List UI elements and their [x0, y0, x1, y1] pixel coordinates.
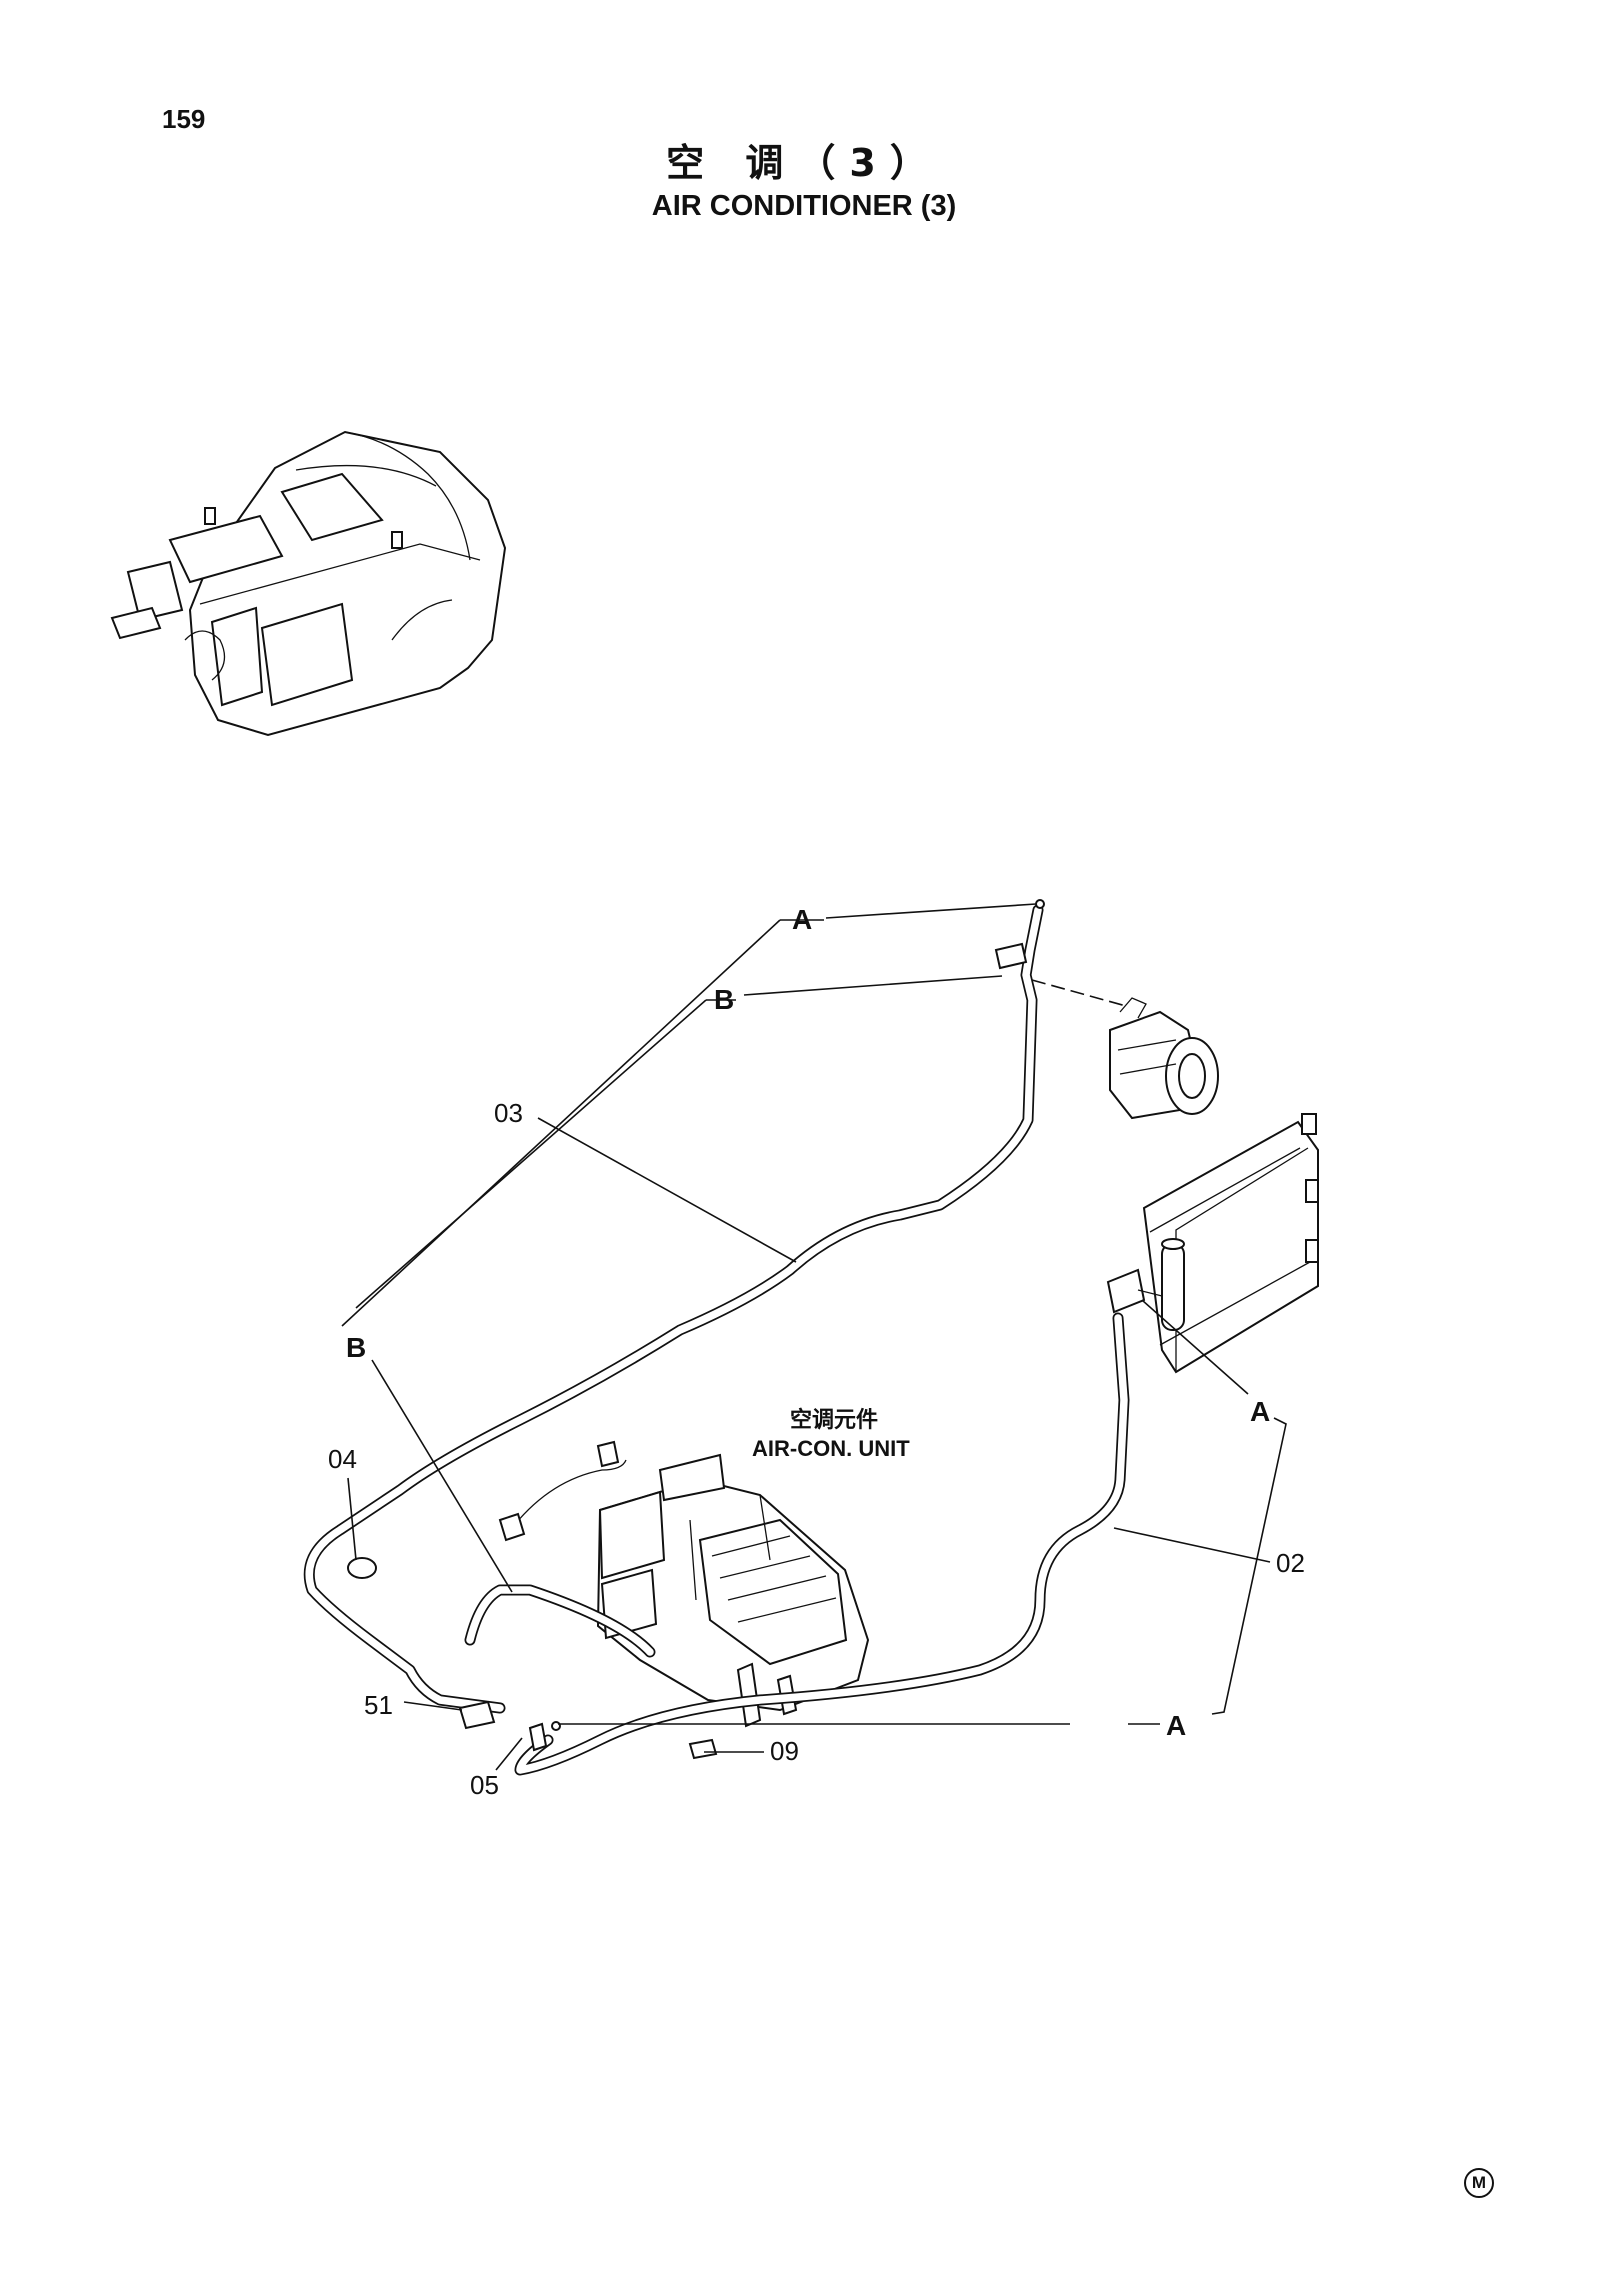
excavator-overview-drawing [110, 430, 507, 737]
section-a-label-bottom: A [1166, 1710, 1187, 1741]
air-con-unit-label-en: AIR-CON. UNIT [752, 1436, 910, 1461]
bracket-51 [458, 1700, 496, 1730]
page-number: 159 [162, 104, 206, 134]
title-english: AIR CONDITIONER (3) [651, 190, 957, 222]
condenser-drawing [1106, 1113, 1319, 1374]
callout-05: 05 [470, 1770, 499, 1800]
callout-02: 02 [1276, 1548, 1305, 1578]
callout-51: 51 [364, 1690, 393, 1720]
section-a-label-right: A [1250, 1396, 1271, 1427]
manufacturer-mark: M [1464, 2168, 1494, 2198]
compressor-drawing [1109, 997, 1219, 1120]
title-chinese: 空 调（3） [666, 141, 942, 185]
leader-lines [341, 903, 1287, 1771]
clamp-09 [688, 1738, 718, 1760]
callout-03: 03 [494, 1098, 523, 1128]
callout-04: 04 [328, 1444, 357, 1474]
fitting-05 [528, 1722, 548, 1752]
air-con-unit-label-cn: 空调元件 [790, 1408, 879, 1433]
section-b-label-left: B [346, 1332, 367, 1363]
air-con-unit-drawing [498, 1440, 870, 1728]
callout-09: 09 [770, 1736, 799, 1766]
clamp-04 [347, 1557, 377, 1579]
fitting-clamp-top [994, 942, 1028, 970]
fitting-top [1035, 899, 1045, 909]
